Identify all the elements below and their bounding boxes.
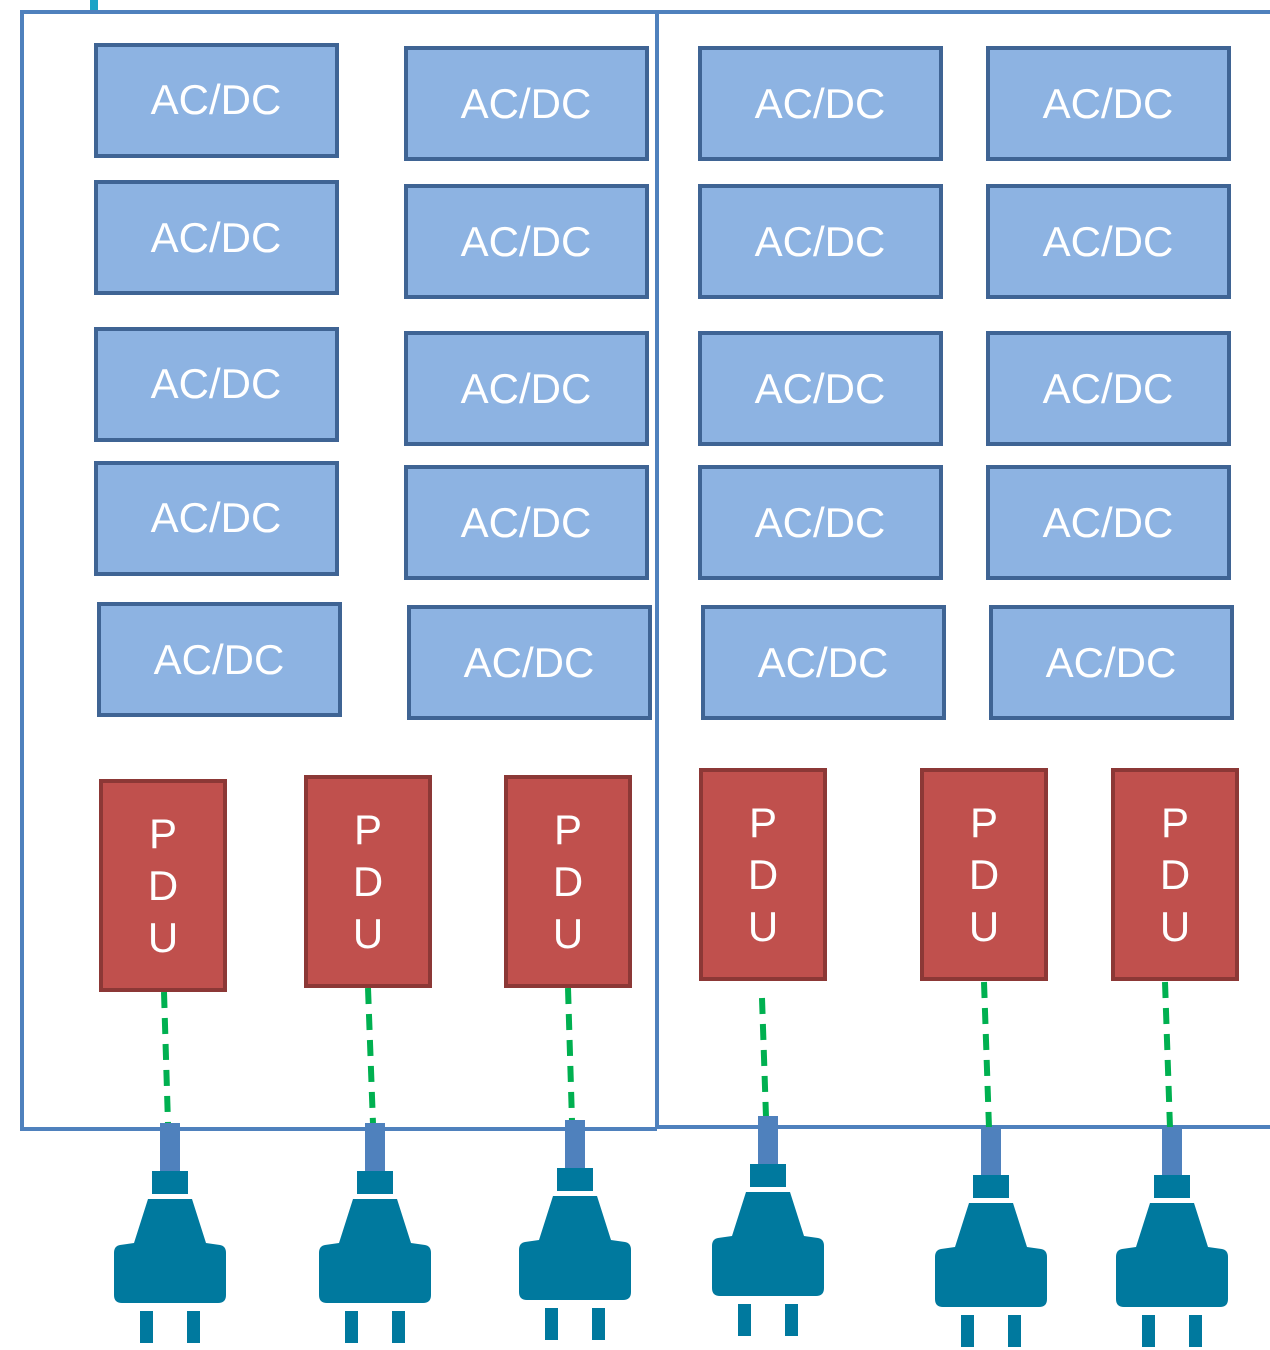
- svg-text:AC/DC: AC/DC: [755, 499, 886, 546]
- acdc-module: AC/DC: [701, 605, 946, 720]
- acdc-module: AC/DC: [986, 331, 1231, 446]
- svg-text:P: P: [1161, 799, 1189, 846]
- svg-text:U: U: [748, 903, 778, 950]
- svg-text:AC/DC: AC/DC: [1046, 639, 1177, 686]
- acdc-module: AC/DC: [989, 605, 1234, 720]
- rack-left-frame: [20, 12, 657, 1131]
- svg-text:AC/DC: AC/DC: [755, 218, 886, 265]
- pdu-unit: P D U: [304, 775, 432, 988]
- svg-text:U: U: [1160, 903, 1190, 950]
- svg-text:P: P: [354, 806, 382, 853]
- svg-text:AC/DC: AC/DC: [461, 218, 592, 265]
- svg-text:D: D: [1160, 851, 1190, 898]
- svg-text:P: P: [554, 806, 582, 853]
- pdu-unit: P D U: [920, 768, 1048, 981]
- svg-text:AC/DC: AC/DC: [758, 639, 889, 686]
- svg-text:AC/DC: AC/DC: [461, 80, 592, 127]
- acdc-module: AC/DC: [404, 184, 649, 299]
- svg-text:AC/DC: AC/DC: [755, 365, 886, 412]
- svg-text:AC/DC: AC/DC: [461, 499, 592, 546]
- acdc-module: AC/DC: [94, 461, 339, 576]
- acdc-module: AC/DC: [698, 331, 943, 446]
- acdc-module: AC/DC: [94, 180, 339, 295]
- acdc-module: AC/DC: [97, 602, 342, 717]
- svg-text:P: P: [970, 799, 998, 846]
- power-plug-icon: [712, 1116, 824, 1336]
- svg-text:AC/DC: AC/DC: [151, 214, 282, 261]
- pdu-unit: P D U: [1111, 768, 1239, 981]
- svg-text:AC/DC: AC/DC: [464, 639, 595, 686]
- power-plug-icon: [935, 1127, 1047, 1347]
- svg-text:P: P: [149, 810, 177, 857]
- svg-text:D: D: [748, 851, 778, 898]
- power-cable: [1162, 981, 1173, 1129]
- svg-text:D: D: [148, 862, 178, 909]
- svg-text:AC/DC: AC/DC: [151, 76, 282, 123]
- pdu-unit: P D U: [99, 779, 227, 992]
- acdc-module: AC/DC: [94, 43, 339, 158]
- acdc-module: AC/DC: [698, 184, 943, 299]
- rack-left-acdc-modules: AC/DC AC/DC AC/DC AC/DC AC/DC AC/DC AC/D…: [94, 43, 652, 720]
- power-plug-icon: [1116, 1127, 1228, 1347]
- svg-text:AC/DC: AC/DC: [755, 80, 886, 127]
- power-cables: [161, 981, 1173, 1129]
- acdc-module: AC/DC: [698, 46, 943, 161]
- power-cable: [759, 997, 769, 1118]
- power-plug-icon: [319, 1123, 431, 1343]
- pdu-units: P D U P D U P D U P D U P D U: [99, 768, 1239, 992]
- svg-text:U: U: [553, 910, 583, 957]
- acdc-module: AC/DC: [404, 331, 649, 446]
- acdc-module: AC/DC: [94, 327, 339, 442]
- svg-text:AC/DC: AC/DC: [1043, 80, 1174, 127]
- acdc-module: AC/DC: [986, 184, 1231, 299]
- acdc-module: AC/DC: [404, 465, 649, 580]
- acdc-module: AC/DC: [407, 605, 652, 720]
- power-cable: [365, 987, 376, 1125]
- svg-text:AC/DC: AC/DC: [154, 636, 285, 683]
- svg-text:U: U: [353, 910, 383, 957]
- svg-text:D: D: [353, 858, 383, 905]
- svg-text:AC/DC: AC/DC: [1043, 365, 1174, 412]
- svg-text:AC/DC: AC/DC: [151, 494, 282, 541]
- acdc-module: AC/DC: [698, 465, 943, 580]
- top-edge-tick: [90, 0, 98, 10]
- svg-text:AC/DC: AC/DC: [1043, 499, 1174, 546]
- power-plug-icon: [519, 1120, 631, 1340]
- svg-text:D: D: [553, 858, 583, 905]
- power-plugs: [114, 1116, 1228, 1347]
- svg-text:U: U: [969, 903, 999, 950]
- pdu-unit: P D U: [699, 768, 827, 981]
- svg-text:U: U: [148, 914, 178, 961]
- svg-text:AC/DC: AC/DC: [1043, 218, 1174, 265]
- svg-text:P: P: [749, 799, 777, 846]
- acdc-module: AC/DC: [404, 46, 649, 161]
- acdc-module: AC/DC: [986, 465, 1231, 580]
- power-plug-icon: [114, 1123, 226, 1343]
- power-cable: [565, 987, 575, 1122]
- svg-text:D: D: [969, 851, 999, 898]
- power-cable: [161, 991, 171, 1125]
- svg-text:AC/DC: AC/DC: [461, 365, 592, 412]
- pdu-unit: P D U: [504, 775, 632, 988]
- acdc-module: AC/DC: [986, 46, 1231, 161]
- svg-text:AC/DC: AC/DC: [151, 360, 282, 407]
- rack-right-acdc-modules: AC/DC AC/DC AC/DC AC/DC AC/DC AC/DC AC/D…: [698, 46, 1234, 720]
- power-cable: [981, 981, 992, 1129]
